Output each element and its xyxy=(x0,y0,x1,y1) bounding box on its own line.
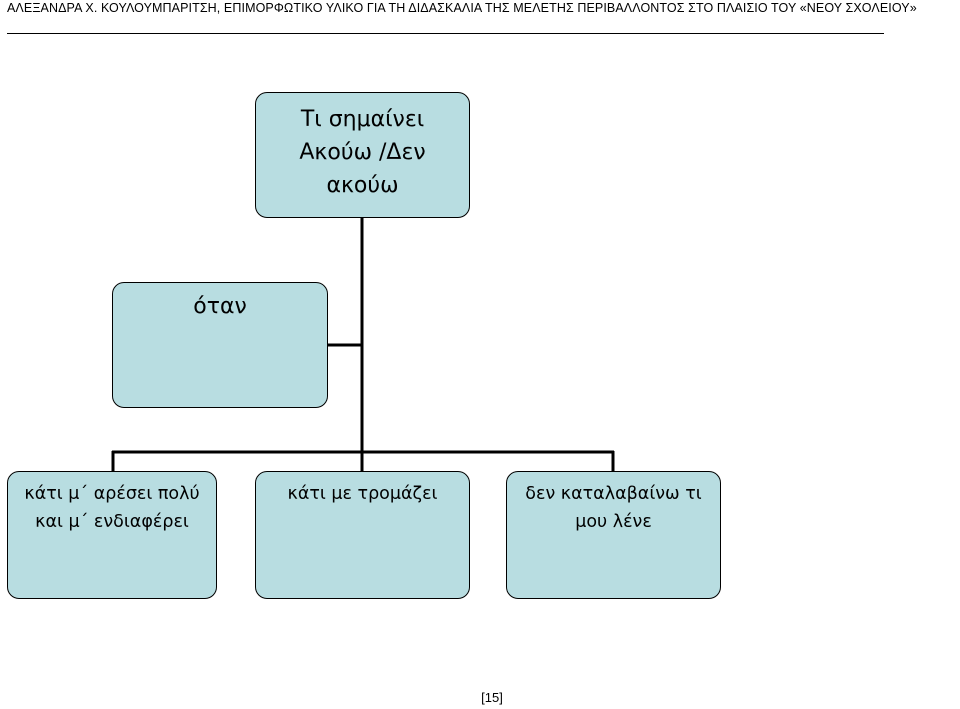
middle-node: όταν xyxy=(112,282,328,408)
root-node: Τι σημαίνει Ακούω /Δεν ακούω xyxy=(255,92,470,218)
header-rule xyxy=(7,33,884,34)
leaf-node-1: κάτι μ΄ αρέσει πολύ και μ΄ ενδιαφέρει xyxy=(7,471,217,599)
page-number: [15] xyxy=(481,690,503,705)
middle-node-label: όταν xyxy=(193,294,247,319)
leaf-node-1-label: κάτι μ΄ αρέσει πολύ και μ΄ ενδιαφέρει xyxy=(24,484,200,532)
root-node-label: Τι σημαίνει Ακούω /Δεν ακούω xyxy=(299,107,426,198)
leaf-node-3: δεν καταλαβαίνω τι μου λένε xyxy=(506,471,721,599)
document-header: ΑΛΕΞΑΝΔΡΑ Χ. ΚΟΥΛΟΥΜΠΑΡΙΤΣΗ, ΕΠΙΜΟΡΦΩΤΙΚ… xyxy=(7,1,917,15)
leaf-node-2-label: κάτι με τρομάζει xyxy=(287,484,438,504)
leaf-node-2: κάτι με τρομάζει xyxy=(255,471,470,599)
leaf-node-3-label: δεν καταλαβαίνω τι μου λένε xyxy=(525,484,702,532)
